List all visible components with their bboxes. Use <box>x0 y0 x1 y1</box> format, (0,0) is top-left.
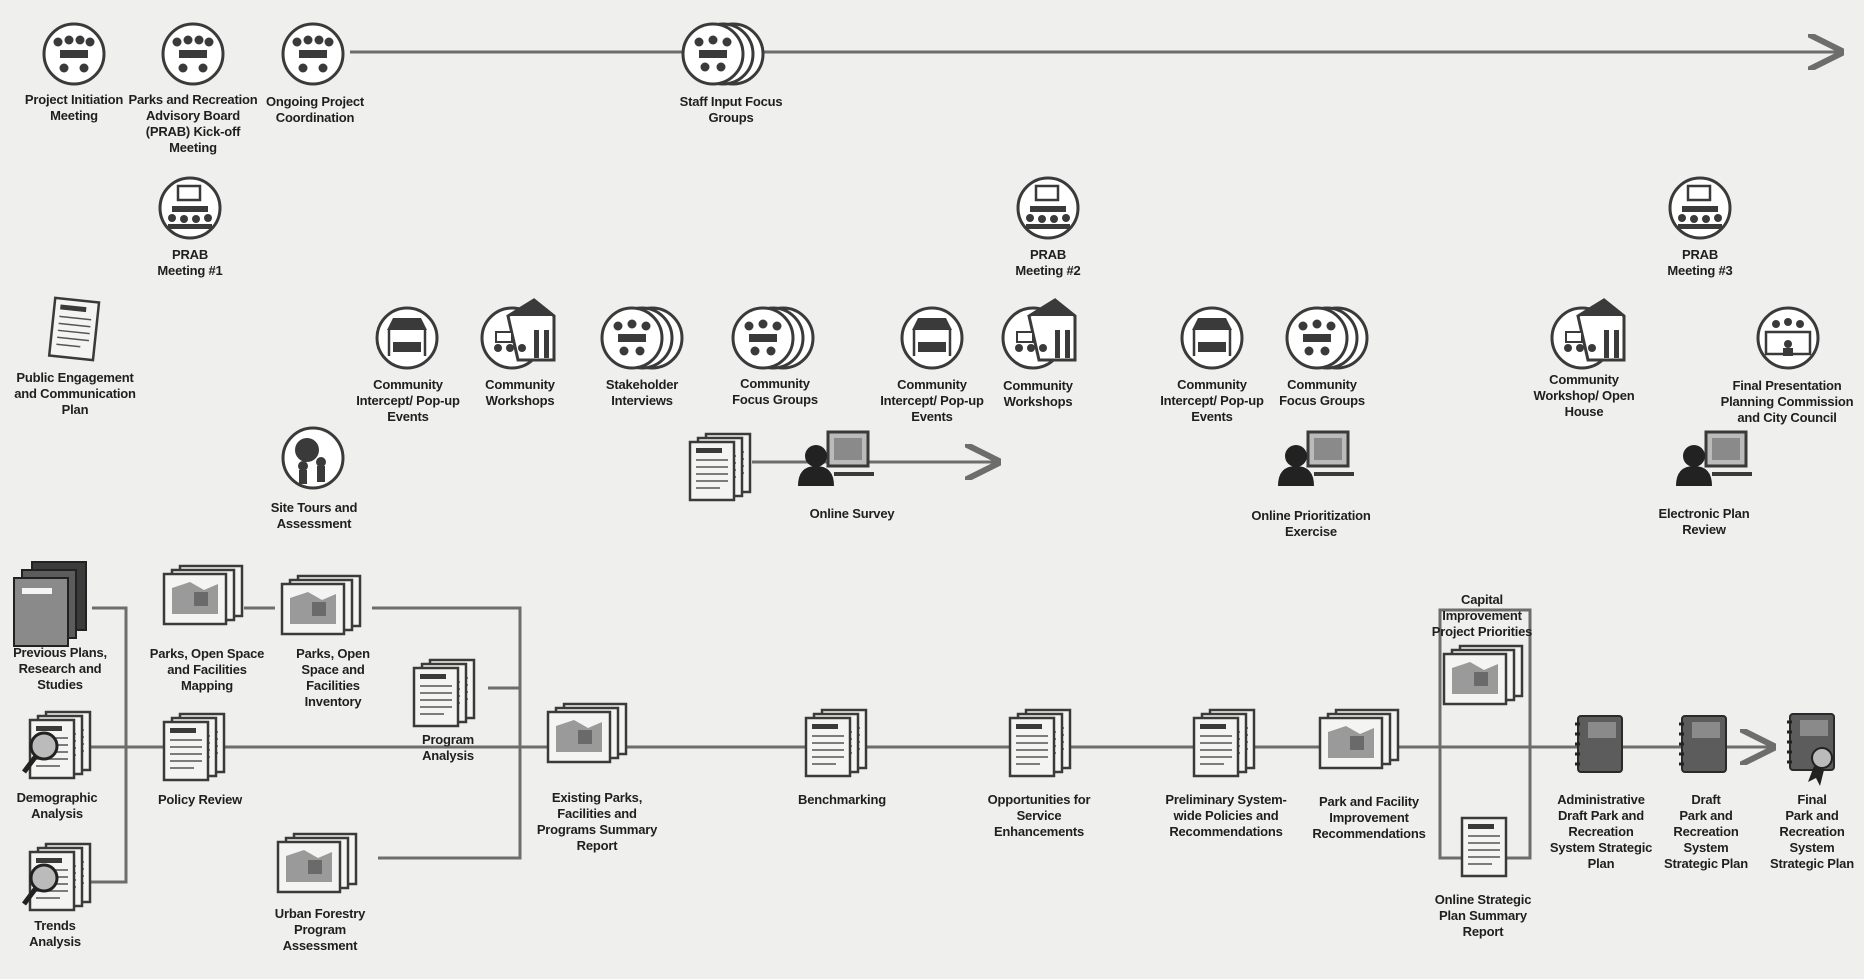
label-capital-priorities: Capital Improvement Project Priorities <box>1431 592 1533 639</box>
draft-book-icon <box>1677 714 1728 774</box>
stakeholder-icon <box>600 306 684 370</box>
label-intercept-3: Community Intercept/ Pop-up Events <box>1160 377 1264 424</box>
label-ongoing-coordination: Ongoing Project Coordination <box>265 94 365 125</box>
project-initiation-icon <box>42 22 106 86</box>
focus-groups-1-icon <box>731 306 815 370</box>
final-rest: Park and Recreation System Strategic Pla… <box>1770 808 1854 871</box>
bracket-capital <box>1438 608 1532 860</box>
label-focus-groups-2: Community Focus Groups <box>1279 377 1365 408</box>
final-bold: Final <box>1797 792 1827 807</box>
online-summary-icon <box>1460 816 1508 878</box>
prab-3-icon <box>1668 176 1732 240</box>
online-prioritization-icon <box>1276 430 1356 488</box>
label-previous-plans: Previous Plans, Research and Studies <box>13 645 107 692</box>
label-project-initiation: Project Initiation Meeting <box>24 92 124 123</box>
prab-kickoff-icon <box>161 22 225 86</box>
workshop-open-house-icon <box>1550 298 1626 370</box>
urban-forestry-icon <box>276 832 358 894</box>
label-workshops-2: Community Workshops <box>1003 378 1073 409</box>
label-online-survey: Online Survey <box>809 506 895 521</box>
admin-draft-bold: Administrative Draft <box>1557 792 1645 823</box>
label-workshop-open-house: Community Workshop/ Open House <box>1533 372 1635 419</box>
survey-docs-icon <box>690 434 750 500</box>
staff-focus-icon <box>681 22 765 86</box>
facility-recs-icon <box>1318 708 1400 770</box>
label-program-analysis: Program Analysis <box>421 732 475 763</box>
draft-rest: Park and Recreation System Strategic Pla… <box>1664 808 1748 871</box>
bracket-inventory <box>372 606 522 860</box>
prab-1-icon <box>158 176 222 240</box>
label-mapping: Parks, Open Space and Facilities Mapping <box>149 646 265 693</box>
label-workshops-1: Community Workshops <box>485 377 555 408</box>
benchmarking-icon <box>806 710 866 776</box>
preliminary-policies-icon <box>1194 710 1254 776</box>
label-electronic-review: Electronic Plan Review <box>1658 506 1750 537</box>
label-facility-recs: Park and Facility Improvement Recommenda… <box>1312 794 1426 841</box>
label-site-tours: Site Tours and Assessment <box>270 500 358 531</box>
trends-icon <box>22 844 90 910</box>
label-opportunities: Opportunities for Service Enhancements <box>987 792 1091 839</box>
label-staff-input: Staff Input Focus Groups <box>679 94 783 125</box>
label-online-summary: Online Strategic Plan Summary Report <box>1434 892 1532 939</box>
label-admin-draft: Administrative Draft Park and Recreation… <box>1546 792 1656 872</box>
label-focus-groups-1: Community Focus Groups <box>732 376 818 407</box>
final-presentation-icon <box>1756 306 1820 370</box>
label-online-prioritization: Online Prioritization Exercise <box>1251 508 1371 539</box>
label-existing-report: Existing Parks, Facilities and Programs … <box>536 790 658 853</box>
label-demographic: Demographic Analysis <box>16 790 98 821</box>
opportunities-icon <box>1010 710 1070 776</box>
admin-draft-book-icon <box>1573 714 1624 774</box>
label-preliminary-policies: Preliminary System-wide Policies and Rec… <box>1165 792 1287 839</box>
online-survey-icon <box>796 430 876 488</box>
label-urban-forestry: Urban Forestry Program Assessment <box>274 906 366 953</box>
draft-bold: Draft <box>1691 792 1721 807</box>
label-intercept-2: Community Intercept/ Pop-up Events <box>880 377 984 424</box>
label-intercept-1: Community Intercept/ Pop-up Events <box>356 377 460 424</box>
label-benchmarking: Benchmarking <box>798 792 886 807</box>
label-prab-1: PRAB Meeting #1 <box>157 247 223 278</box>
electronic-review-icon <box>1674 430 1754 488</box>
capital-priorities-icon <box>1442 644 1524 706</box>
bracket-left <box>70 606 128 884</box>
label-inventory: Parks, Open Space and Facilities Invento… <box>296 646 370 709</box>
focus-groups-2-icon <box>1285 306 1369 370</box>
intercept-1-icon <box>375 306 439 370</box>
admin-draft-rest: Park and Recreation System Strategic Pla… <box>1549 808 1653 871</box>
inventory-icon <box>280 574 362 636</box>
workshops-1-icon <box>480 298 556 370</box>
existing-report-icon <box>546 702 628 764</box>
label-stakeholder: Stakeholder Interviews <box>605 377 679 408</box>
label-final-presentation: Final Presentation Planning Commission a… <box>1720 378 1854 425</box>
engagement-plan-icon <box>47 296 101 362</box>
connector-lines <box>70 52 1838 884</box>
program-analysis-icon <box>414 660 474 726</box>
policy-review-icon <box>164 714 224 780</box>
label-policy-review: Policy Review <box>157 792 243 807</box>
intercept-2-icon <box>900 306 964 370</box>
label-prab-3: PRAB Meeting #3 <box>1667 247 1733 278</box>
site-tours-icon <box>281 426 345 490</box>
label-engagement-plan: Public Engagement and Communication Plan <box>14 370 136 417</box>
label-trends: Trends Analysis <box>29 918 81 949</box>
prab-2-icon <box>1016 176 1080 240</box>
demographic-icon <box>22 712 90 778</box>
workshops-2-icon <box>1001 298 1077 370</box>
intercept-3-icon <box>1180 306 1244 370</box>
final-book-icon <box>1785 712 1836 786</box>
label-prab-2: PRAB Meeting #2 <box>1015 247 1081 278</box>
coordination-icon <box>281 22 345 86</box>
previous-plans-icon <box>13 561 87 647</box>
label-prab-kickoff: Parks and Recreation Advisory Board (PRA… <box>128 92 258 155</box>
mapping-icon <box>162 564 244 626</box>
